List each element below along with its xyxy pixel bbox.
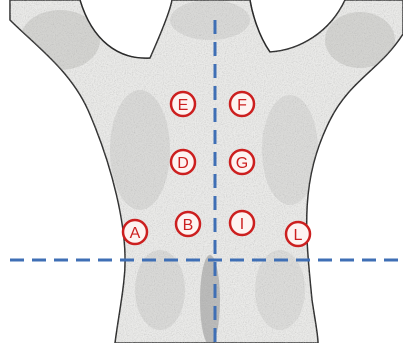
marker-a: A [123,220,147,244]
marker-label: D [177,155,189,172]
marker-label: L [294,227,303,244]
marker-d: D [171,150,195,174]
marker-label: A [130,225,141,242]
marker-label: B [183,217,194,234]
marker-f: F [230,92,254,116]
marker-e: E [171,92,195,116]
marker-label: I [240,216,244,233]
marker-label: E [178,97,189,114]
marker-label: G [236,155,248,172]
marker-g: G [230,150,254,174]
marker-i: I [230,211,254,235]
marker-b: B [176,212,200,236]
marker-l: L [286,222,310,246]
marker-label: F [237,97,247,114]
